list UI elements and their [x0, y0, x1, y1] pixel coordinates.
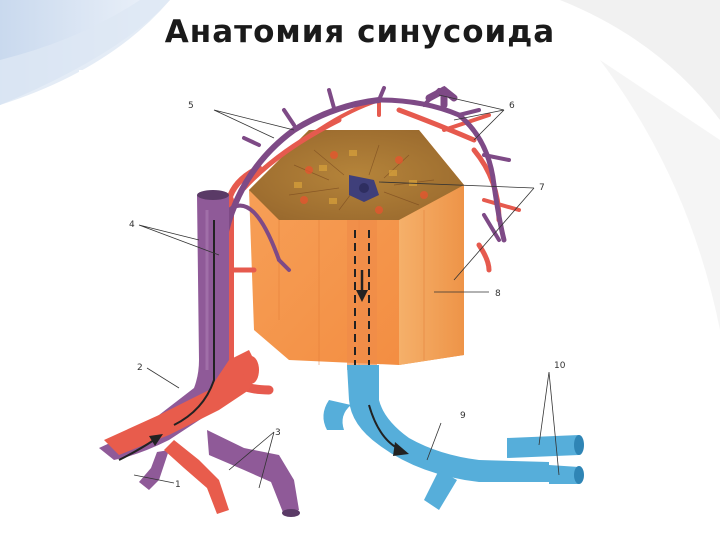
- label-10: 10: [554, 361, 566, 371]
- right-swoosh: [600, 60, 720, 330]
- label-6: 6: [509, 101, 515, 111]
- label-3: 3: [275, 428, 281, 438]
- sinusoid-diagram: 5 6 7 4 8 2 3 1 9 10: [79, 70, 607, 540]
- hepatic-vein: [323, 365, 584, 510]
- label-7: 7: [539, 183, 545, 193]
- hepatic-artery-trunk: [104, 350, 259, 514]
- label-2: 2: [137, 363, 143, 373]
- slide-title: Анатомия синусоида: [0, 14, 720, 50]
- label-1: 1: [175, 480, 181, 490]
- label-9: 9: [460, 411, 466, 421]
- hepatic-lobule: [249, 130, 464, 370]
- label-4: 4: [129, 220, 135, 230]
- label-8: 8: [495, 289, 501, 299]
- label-5: 5: [188, 101, 194, 111]
